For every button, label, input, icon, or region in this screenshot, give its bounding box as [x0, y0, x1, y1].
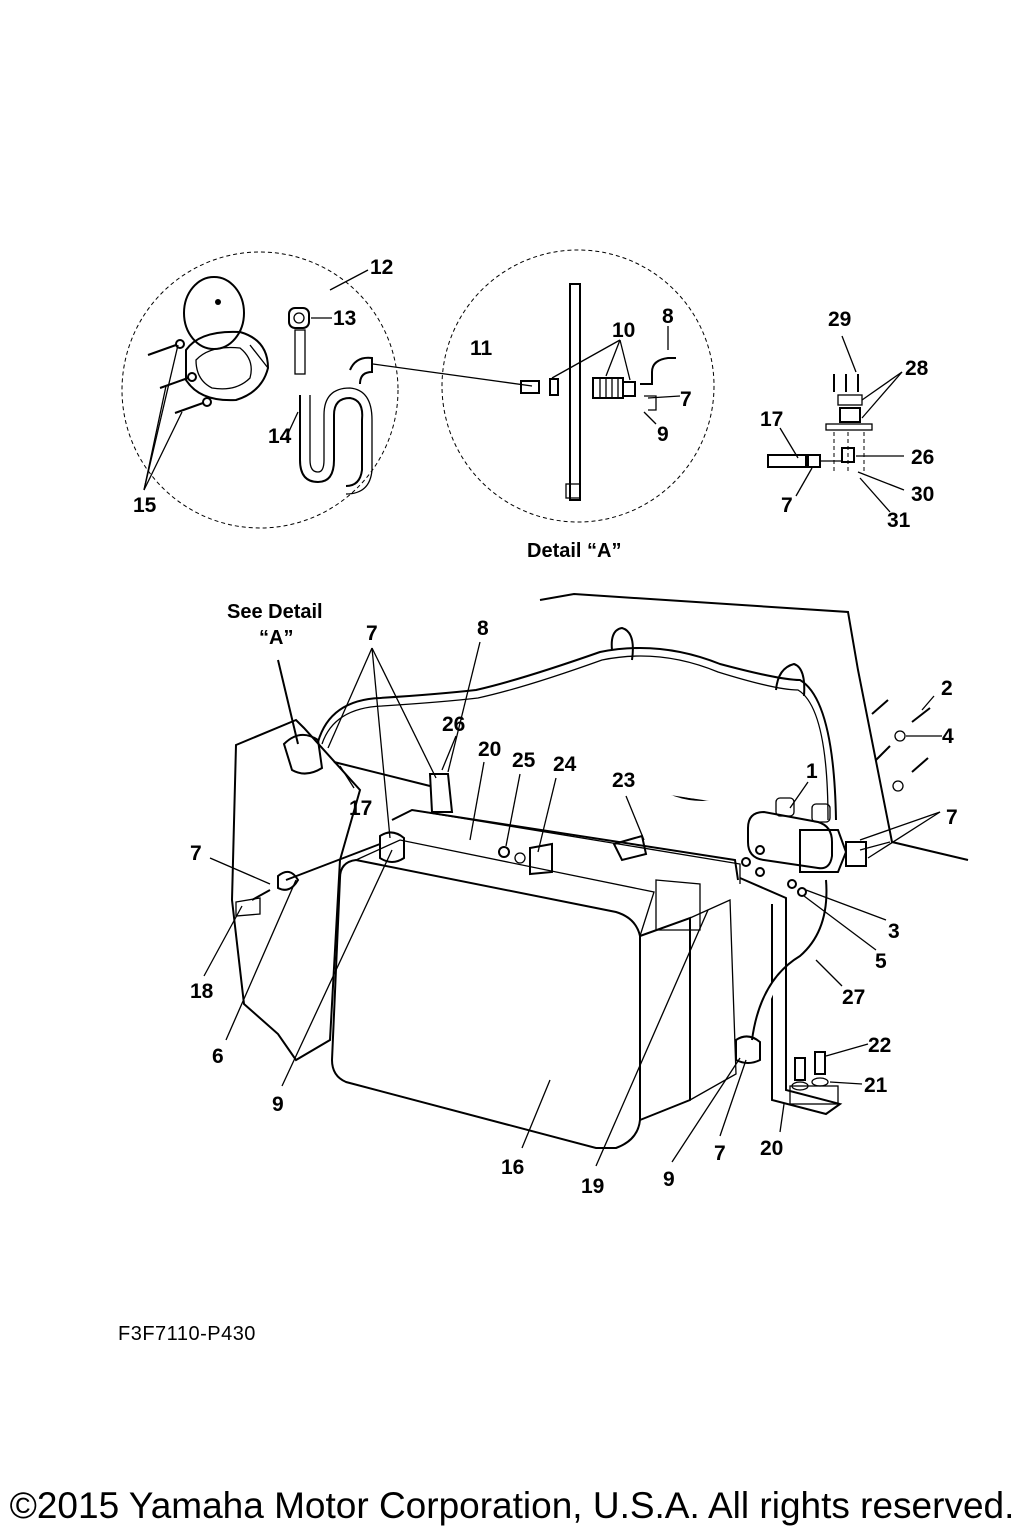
- callout-7: 7: [680, 388, 692, 411]
- detail-a: [441, 249, 715, 523]
- callout-13: 13: [333, 307, 356, 330]
- callout-12: 12: [370, 256, 393, 279]
- callout-14: 14: [268, 425, 292, 448]
- callout-11: 11: [470, 337, 493, 360]
- callout-29: 29: [828, 308, 851, 331]
- callout-22: 22: [868, 1034, 891, 1057]
- callout-24: 24: [553, 753, 577, 776]
- callout-3: 3: [888, 920, 900, 943]
- callout-18: 18: [190, 980, 214, 1003]
- callout-31: 31: [887, 509, 911, 532]
- callout-23: 23: [612, 769, 635, 792]
- main-assembly: [203, 592, 969, 1167]
- see-detail-ref: “A”: [259, 627, 293, 649]
- callout-2: 2: [941, 677, 953, 700]
- callout-labels: 12 13 14 15 11 10 8 7 9 29 28 17 26 30 7…: [133, 256, 958, 1198]
- copyright-notice: ©2015 Yamaha Motor Corporation, U.S.A. A…: [9, 1485, 1015, 1526]
- callout-20: 20: [760, 1137, 783, 1160]
- callout-25: 25: [512, 749, 536, 772]
- callout-30: 30: [911, 483, 934, 506]
- callout-6: 6: [212, 1045, 224, 1068]
- callout-7: 7: [781, 494, 793, 517]
- callout-9: 9: [272, 1093, 284, 1116]
- callout-7: 7: [366, 622, 378, 645]
- callout-8: 8: [662, 305, 674, 328]
- callout-5: 5: [875, 950, 887, 973]
- callout-8: 8: [477, 617, 489, 640]
- callout-15: 15: [133, 494, 157, 517]
- callout-7: 7: [946, 806, 958, 829]
- callout-9: 9: [663, 1168, 675, 1191]
- figure-code: F3F7110-P430: [118, 1323, 256, 1345]
- callout-26: 26: [442, 713, 465, 736]
- callout-1: 1: [806, 760, 818, 783]
- callout-26: 26: [911, 446, 934, 469]
- screw-icon: [147, 339, 212, 414]
- callout-17: 17: [349, 797, 372, 820]
- see-detail-label: See Detail: [227, 601, 323, 623]
- callout-10: 10: [612, 319, 635, 342]
- filler-cap-detail: [121, 251, 533, 529]
- callout-7: 7: [190, 842, 202, 865]
- vent-detail: [767, 335, 905, 513]
- callout-16: 16: [501, 1156, 524, 1179]
- callout-21: 21: [864, 1074, 888, 1097]
- callout-7: 7: [714, 1142, 726, 1165]
- callout-28: 28: [905, 357, 929, 380]
- callout-17: 17: [760, 408, 783, 431]
- callout-20: 20: [478, 738, 501, 761]
- callout-9: 9: [657, 423, 669, 446]
- callout-27: 27: [842, 986, 865, 1009]
- callout-19: 19: [581, 1175, 604, 1198]
- detail-a-caption: Detail “A”: [527, 540, 621, 562]
- callout-4: 4: [942, 725, 954, 748]
